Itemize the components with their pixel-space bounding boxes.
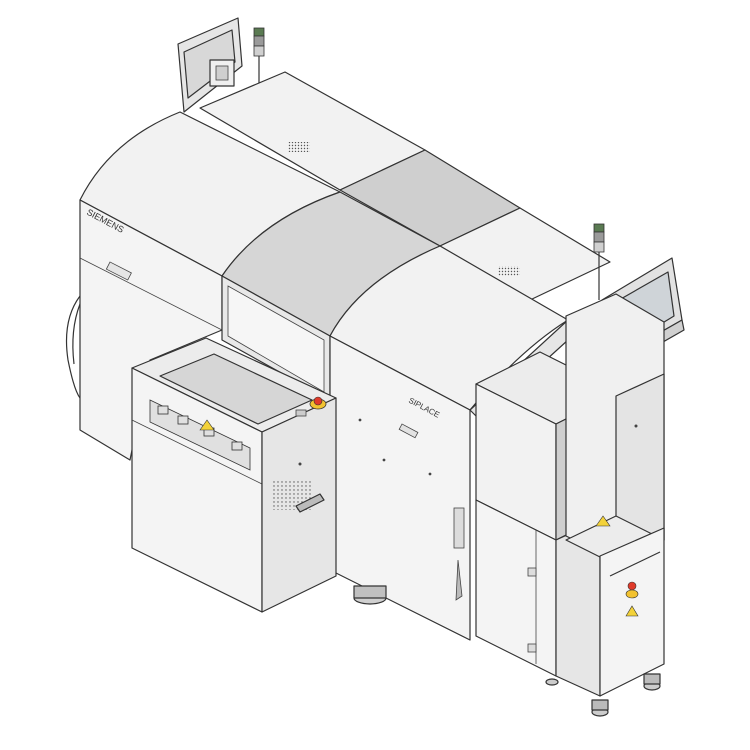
signal-beacon-right [593,223,605,300]
main-hood [79,111,569,411]
right-control-cabinet [475,293,665,717]
left-body: SIEMENS [65,199,223,461]
left-monitor [177,17,243,113]
emergency-stop-left [309,396,327,410]
left-feeder-cart [131,337,337,613]
